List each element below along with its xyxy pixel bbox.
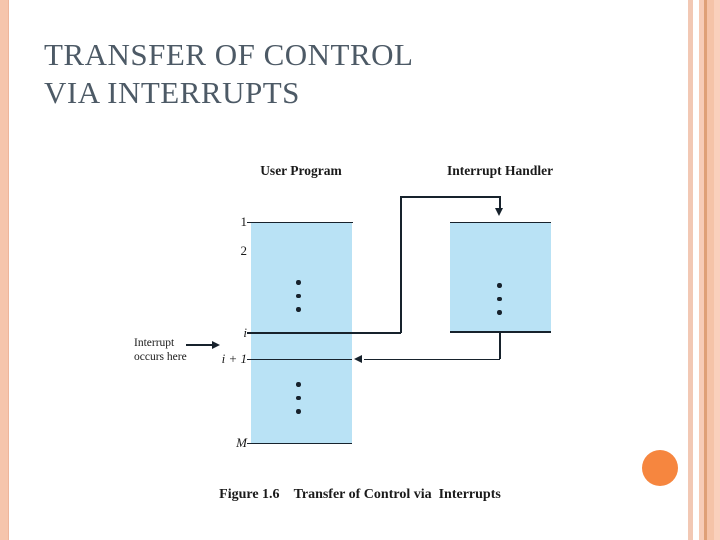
branch-arrow-horizontal — [400, 196, 500, 198]
right-accent-stripe-4 — [707, 0, 714, 540]
slide-title-line-2: VIA INTERRUPTS — [44, 75, 300, 110]
interrupt-handler-box — [450, 222, 551, 332]
user-program-header: User Program — [260, 163, 342, 178]
caption-figure-number: Figure 1.6 — [219, 487, 280, 502]
row-label-i-plus-1: i + 1 — [221, 351, 247, 366]
ellipsis-dots-handler — [497, 283, 502, 315]
right-accent-stripe-2 — [699, 0, 704, 540]
branch-arrow-drop — [499, 196, 501, 209]
row-label-2: 2 — [240, 243, 248, 258]
slide-title: TRANSFER OF CONTROL VIA INTERRUPTS — [44, 36, 414, 112]
right-accent-stripe-3 — [704, 0, 707, 540]
row-label-1: 1 — [240, 214, 248, 229]
instruction-line-i-plus-1 — [247, 358, 352, 360]
arrowhead-right — [212, 340, 220, 349]
interrupt-note-line-1: Interrupt — [134, 337, 175, 349]
arrowhead-down — [495, 208, 503, 216]
left-accent-stripe — [0, 0, 9, 540]
right-accent-stripe-1 — [688, 0, 693, 540]
handler-bottom-line — [450, 331, 551, 333]
slide-title-line-1: TRANSFER OF CONTROL — [44, 37, 414, 72]
decorative-circle — [642, 450, 678, 486]
ellipsis-dots-user-upper — [296, 280, 301, 312]
instruction-line-i — [247, 332, 401, 334]
caption-figure-title: Transfer of Control via Interrupts — [293, 487, 501, 502]
right-accent-stripe-5 — [714, 0, 720, 540]
branch-arrow-vertical — [400, 196, 402, 333]
interrupt-note-line-2: occurs here — [134, 351, 187, 363]
arrowhead-left — [354, 355, 362, 363]
instruction-line-1 — [247, 221, 353, 223]
interrupt-handler-header: Interrupt Handler — [446, 163, 554, 178]
ellipsis-dots-user-lower — [296, 382, 301, 414]
return-arrow-horizontal — [364, 358, 500, 360]
row-label-i: i — [243, 325, 247, 340]
return-arrow-vertical — [499, 332, 501, 359]
interrupt-note: Interrupt occurs here — [134, 336, 187, 364]
figure-caption: Figure 1.6 Transfer of Control via Interr… — [130, 487, 590, 503]
instruction-line-m — [247, 442, 352, 444]
handler-top-line — [450, 221, 551, 223]
interrupt-note-arrow-line — [186, 344, 212, 346]
row-label-m: M — [236, 435, 247, 450]
